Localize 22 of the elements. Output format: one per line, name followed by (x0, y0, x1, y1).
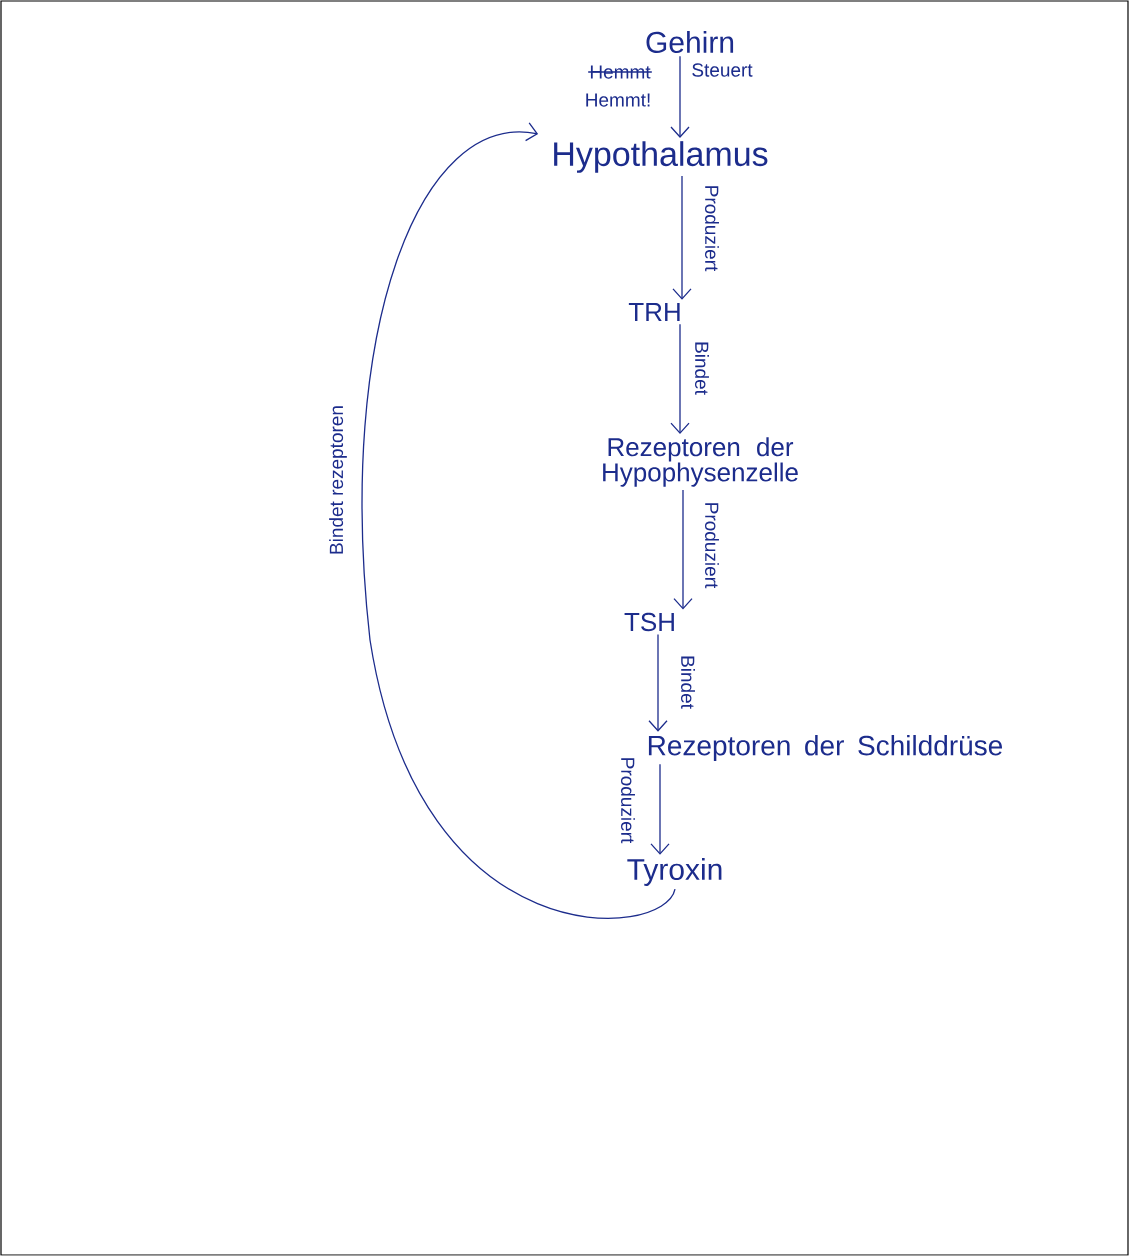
edge-label: Bindet (694, 340, 710, 396)
edge-label: Bindet (680, 654, 696, 710)
arrow (670, 323, 690, 435)
edge-label: Produziert (704, 500, 720, 590)
node-text: Hypothalamus (554, 141, 768, 173)
node-text: Gehirn (646, 31, 734, 54)
arrow (673, 489, 693, 610)
node-text: TRH (628, 303, 680, 321)
edge-label: Produziert (620, 755, 636, 845)
edge-label: Steuert (690, 62, 754, 78)
arrow (361, 122, 676, 919)
arrow (648, 633, 668, 732)
node-text: Rezeptoren der Schilddrüse (648, 734, 1002, 762)
node-text: Tyroxin (627, 858, 722, 886)
note: Hemmt! (586, 93, 650, 107)
edge-label: Bindet rezeptoren (328, 404, 348, 556)
arrow (650, 763, 670, 855)
arrow (672, 175, 692, 300)
arrow (670, 55, 690, 138)
node-text: TSH (624, 612, 674, 632)
node-text: Rezeptoren der Hypophysenzelle (603, 437, 798, 487)
edge-label: Produziert (704, 183, 720, 273)
